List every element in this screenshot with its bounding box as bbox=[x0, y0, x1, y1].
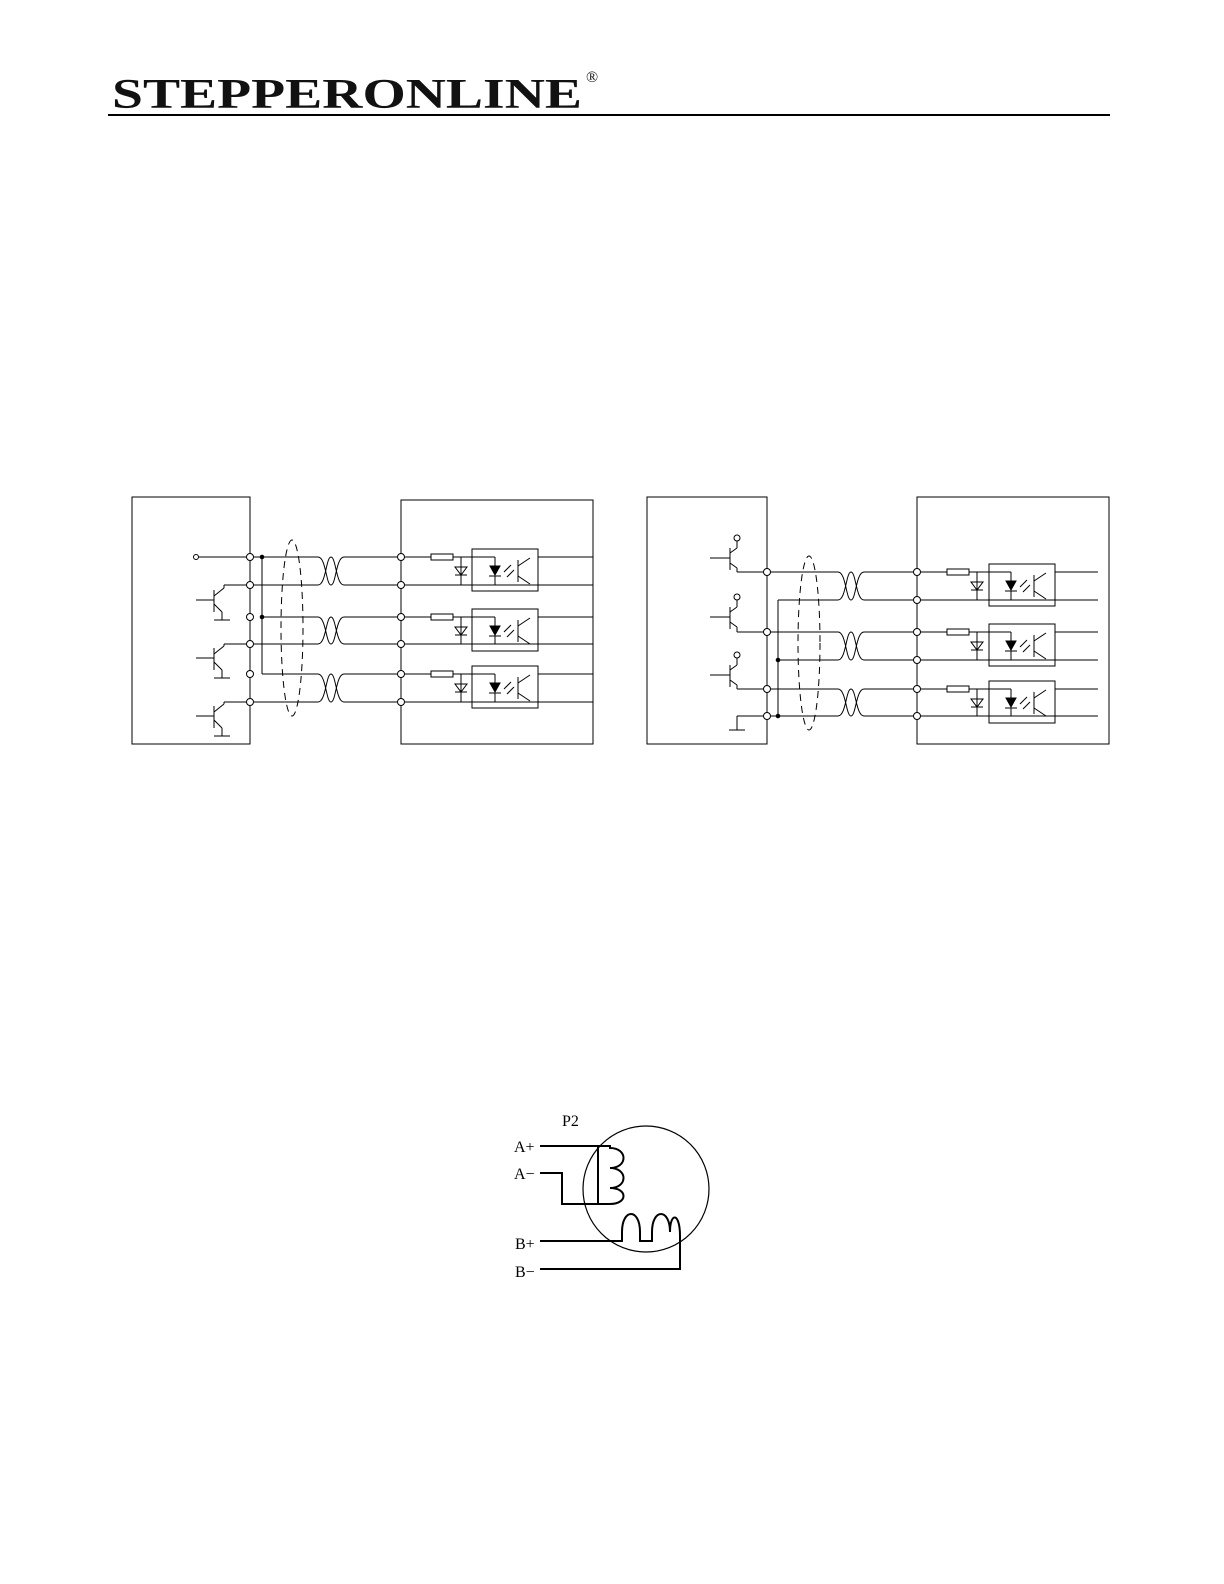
pin-label-b-plus: B+ bbox=[515, 1236, 535, 1253]
motor-body bbox=[583, 1126, 709, 1252]
pin-label-b-minus: B− bbox=[515, 1264, 535, 1281]
pin-label-a-minus: A− bbox=[514, 1166, 535, 1183]
pin-label-a-plus: A+ bbox=[514, 1139, 535, 1156]
connector-label: P2 bbox=[562, 1113, 579, 1130]
phase-a-winding bbox=[540, 1146, 624, 1204]
phase-b-winding bbox=[540, 1214, 680, 1269]
